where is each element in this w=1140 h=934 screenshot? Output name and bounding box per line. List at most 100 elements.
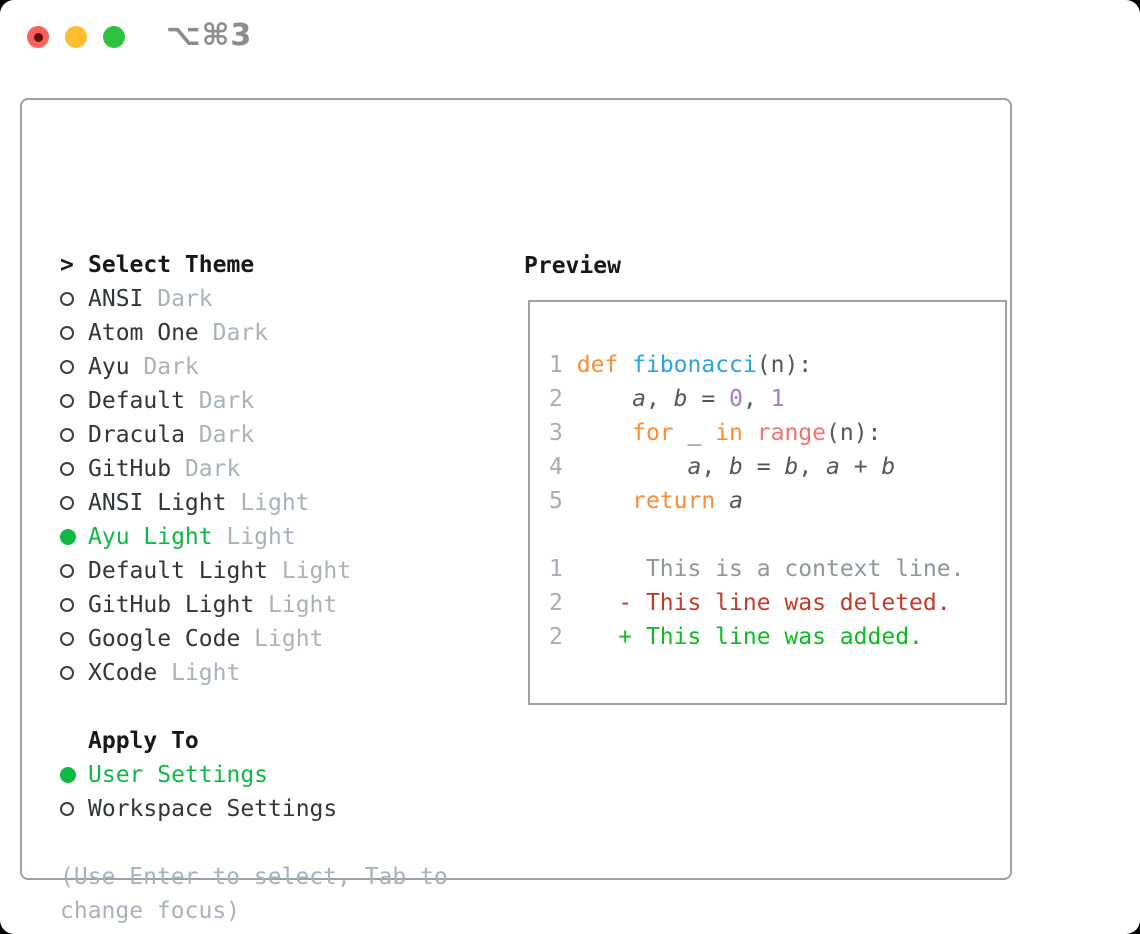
code-segment-del: - This line was deleted. [618, 590, 951, 616]
code-line-5: 5 return a [549, 484, 1005, 518]
focus-caret-icon: > [60, 248, 88, 282]
theme-option-ayu-light[interactable]: Ayu Light Light [60, 520, 500, 554]
theme-variant-tag: Light [240, 626, 324, 652]
code-line-1: 1 def fibonacci(n): [549, 348, 1005, 382]
spacer-row [60, 826, 500, 860]
help-text-line: change focus) [60, 894, 500, 928]
theme-variant-tag: Light [254, 592, 338, 618]
radio-selected-icon [60, 520, 88, 554]
code-segment-kw: in [715, 420, 743, 446]
theme-option-default[interactable]: Default Dark [60, 384, 500, 418]
code-segment-var: b [881, 454, 896, 480]
circle-outline [60, 632, 74, 646]
code-segment-pl: (n): [756, 352, 813, 378]
code-line-2: 2 a, b = 0, 1 [549, 382, 1005, 416]
theme-option-default-light[interactable]: Default Light Light [60, 554, 500, 588]
code-segment-ctx: This is a context line. [645, 556, 965, 582]
select-theme-header: > Select Theme [60, 248, 500, 282]
theme-name: Ayu Light [88, 524, 213, 550]
diff-context-line: 1 This is a context line. [549, 552, 1005, 586]
radio-unselected-icon [60, 792, 88, 826]
zoom-button[interactable] [103, 26, 125, 48]
theme-option-xcode[interactable]: XCode Light [60, 656, 500, 690]
code-line-3: 3 for _ in range(n): [549, 416, 1005, 450]
theme-variant-tag: Light [212, 524, 296, 550]
theme-option-dracula[interactable]: Dracula Dark [60, 418, 500, 452]
circle-filled [60, 767, 76, 783]
code-segment-pl: _ [673, 420, 716, 446]
code-segment-pl [563, 556, 646, 582]
code-segment-pl [563, 488, 632, 514]
radio-unselected-icon [60, 418, 88, 452]
help-text: (Use Enter to select, Tab to [60, 864, 448, 890]
radio-unselected-icon [60, 452, 88, 486]
traffic-lights [27, 26, 125, 48]
circle-outline [60, 462, 74, 476]
radio-unselected-icon [60, 622, 88, 656]
theme-name: Dracula [88, 422, 185, 448]
code-segment-ln: 2 [549, 590, 563, 616]
code-segment-pl [563, 386, 632, 412]
code-segment-pl: = [742, 454, 785, 480]
code-segment-pl: , [742, 386, 771, 412]
theme-option-google-code[interactable]: Google Code Light [60, 622, 500, 656]
apply-option-user-settings[interactable]: User Settings [60, 758, 500, 792]
theme-name: Default [88, 388, 185, 414]
theme-variant-tag: Dark [184, 388, 255, 414]
code-segment-pl [618, 352, 632, 378]
theme-name: Atom One [88, 320, 199, 346]
theme-variant-tag: Light [157, 660, 241, 686]
code-segment-pl [563, 590, 618, 616]
code-segment-call: range [756, 420, 827, 446]
select-theme-header-label: Select Theme [88, 252, 255, 278]
radio-unselected-icon [60, 384, 88, 418]
code-segment-num: 0 [729, 386, 743, 412]
code-segment-fn: fibonacci [632, 352, 757, 378]
code-segment-pl: + [839, 454, 882, 480]
apply-option-workspace-settings[interactable]: Workspace Settings [60, 792, 500, 826]
radio-unselected-icon [60, 350, 88, 384]
code-segment-pl [715, 488, 729, 514]
caret-glyph: > [60, 252, 74, 278]
theme-option-ansi-light[interactable]: ANSI Light Light [60, 486, 500, 520]
code-segment-pl: (n): [826, 420, 882, 446]
diff-deleted-line: 2 - This line was deleted. [549, 586, 1005, 620]
code-segment-pl [743, 420, 757, 446]
minimize-button[interactable] [65, 26, 87, 48]
theme-option-github[interactable]: GitHub Dark [60, 452, 500, 486]
code-segment-ln: 1 [549, 352, 563, 378]
theme-option-atom-one[interactable]: Atom One Dark [60, 316, 500, 350]
theme-variant-tag: Dark [129, 354, 199, 380]
circle-outline [60, 496, 74, 510]
theme-name: GitHub Light [88, 592, 255, 618]
code-segment-ln: 4 [549, 454, 563, 480]
radio-unselected-icon [60, 656, 88, 690]
theme-variant-tag: Dark [171, 456, 241, 482]
circle-outline [60, 394, 74, 408]
radio-unselected-icon [60, 588, 88, 622]
theme-option-github-light[interactable]: GitHub Light Light [60, 588, 500, 622]
theme-option-ayu[interactable]: Ayu Dark [60, 350, 500, 384]
keyboard-shortcut-label: ⌥⌘3 [166, 18, 253, 53]
code-segment-var: b [673, 386, 688, 412]
circle-filled [60, 529, 76, 545]
circle-outline [60, 598, 74, 612]
code-segment-var: a [826, 454, 840, 480]
circle-outline [60, 326, 74, 340]
code-segment-kw: return [632, 488, 716, 514]
code-segment-pl: = [687, 386, 730, 412]
radio-selected-icon [60, 758, 88, 792]
theme-option-ansi[interactable]: ANSI Dark [60, 282, 500, 316]
close-button[interactable] [27, 26, 49, 48]
theme-name: GitHub [88, 456, 172, 482]
code-segment-ln: 2 [549, 624, 563, 650]
code-segment-pl: , [701, 454, 730, 480]
code-segment-ln: 5 [549, 488, 563, 514]
theme-variant-tag: Dark [143, 286, 213, 312]
code-segment-var: a [729, 488, 743, 514]
code-segment-ln: 2 [549, 386, 563, 412]
theme-name: XCode [88, 660, 158, 686]
theme-name: Default Light [88, 558, 269, 584]
